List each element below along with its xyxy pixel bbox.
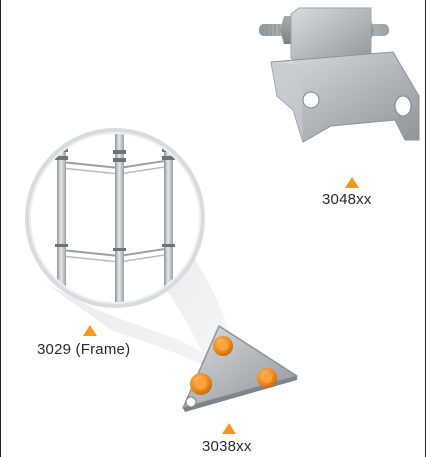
bracket-marker-icon <box>345 177 359 188</box>
frame-marker-icon <box>83 325 97 336</box>
triangle-plate-icon <box>182 325 298 412</box>
plate-marker-icon <box>222 423 236 434</box>
frame-code-label: 3029 (Frame) <box>37 341 131 358</box>
bracket-code-label: 3048xx <box>322 191 372 208</box>
clamp-bracket-icon <box>259 7 420 143</box>
frame-icon <box>25 128 205 308</box>
plate-code-label: 3038xx <box>202 438 252 455</box>
